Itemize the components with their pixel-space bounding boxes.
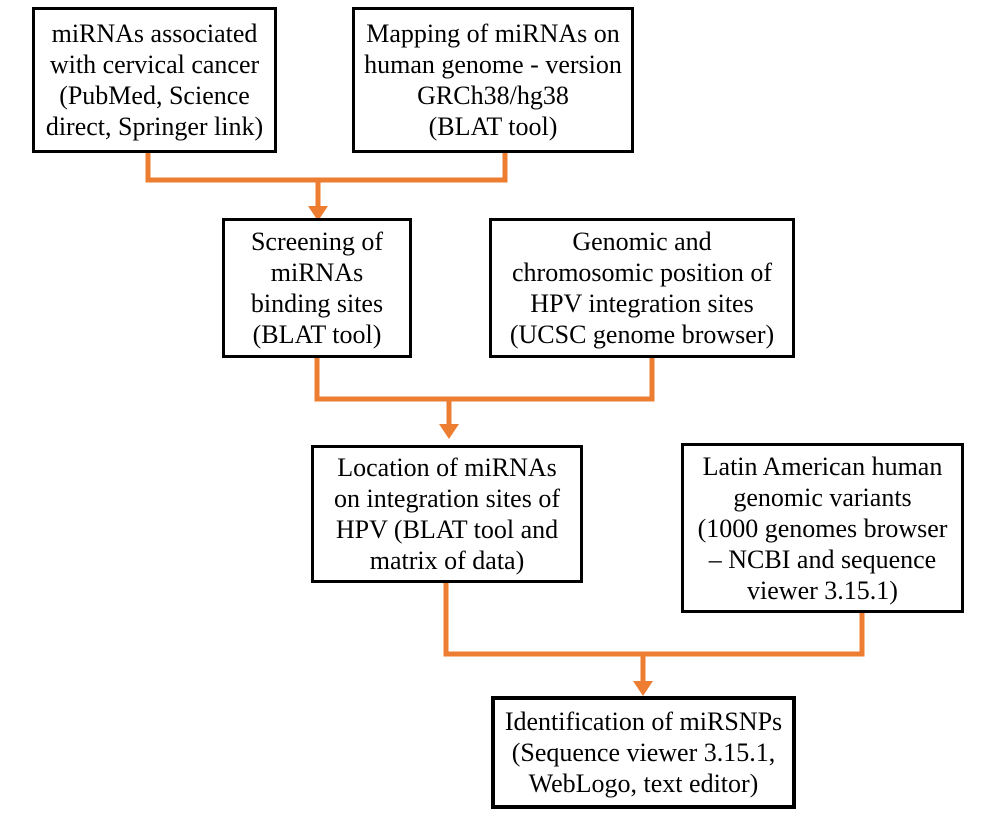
box-text-line: chromosomic position of (512, 258, 772, 287)
arrowhead-to-screening (308, 206, 328, 221)
box-text-line: WebLogo, text editor) (528, 769, 759, 798)
box-text-line: Identification of miRSNPs (504, 707, 783, 736)
box-text-line: HPV integration sites (530, 289, 754, 318)
box-text-line: miRNAs (270, 258, 364, 287)
box-text-line: (UCSC genome browser) (509, 320, 775, 349)
box-text-line: Genomic and (572, 227, 712, 256)
connector-stage1-merge (145, 135, 508, 210)
box-mirnas-cervical-cancer: miRNAs associated with cervical cancer (… (32, 7, 277, 153)
box-text-line: (1000 genomes browser (697, 513, 948, 543)
box-text-line: Mapping of miRNAs on (366, 19, 620, 48)
box-text-line: HPV (BLAT tool and (335, 515, 559, 544)
box-text-line: (PubMed, Science (59, 81, 250, 110)
box-text-line: (BLAT tool) (252, 320, 382, 349)
box-text-line: Location of miRNAs (337, 453, 557, 482)
box-text-line: Latin American human (702, 451, 943, 481)
box-text-line: binding sites (250, 289, 384, 318)
box-text-line: direct, Springer link) (45, 112, 264, 141)
box-text-line: (BLAT tool) (428, 112, 558, 141)
box-screening-binding-sites: Screening of miRNAs binding sites (BLAT … (222, 218, 412, 358)
connector-stage3-merge (443, 577, 865, 685)
box-text-line: on integration sites of (333, 484, 560, 513)
box-hpv-integration-position: Genomic and chromosomic position of HPV … (489, 218, 795, 358)
box-text-line: matrix of data) (369, 546, 525, 575)
box-text-line: genomic variants (733, 482, 912, 512)
connector-lines (145, 135, 865, 685)
box-text-line: Screening of (250, 227, 384, 256)
box-identification-mirsnps: Identification of miRSNPs (Sequence view… (491, 696, 796, 809)
box-text-line: (Sequence viewer 3.15.1, (511, 738, 776, 767)
box-mapping-human-genome: Mapping of miRNAs on human genome - vers… (352, 7, 634, 153)
arrowheads (308, 206, 653, 696)
connector-stage2-merge (314, 352, 655, 428)
box-text-line: human genome - version (364, 50, 622, 79)
box-location-mirnas: Location of miRNAs on integration sites … (311, 445, 583, 583)
box-text-line: viewer 3.15.1) (747, 575, 898, 605)
arrowhead-to-location (439, 424, 459, 439)
box-text-line: with cervical cancer (49, 50, 260, 79)
arrowhead-to-identification (633, 681, 653, 696)
box-text-line: GRCh38/hg38 (417, 81, 569, 110)
box-text-line: – NCBI and sequence (708, 544, 937, 574)
box-latin-american-variants: Latin American human genomic variants (1… (681, 443, 964, 613)
box-text-line: miRNAs associated (51, 19, 258, 48)
